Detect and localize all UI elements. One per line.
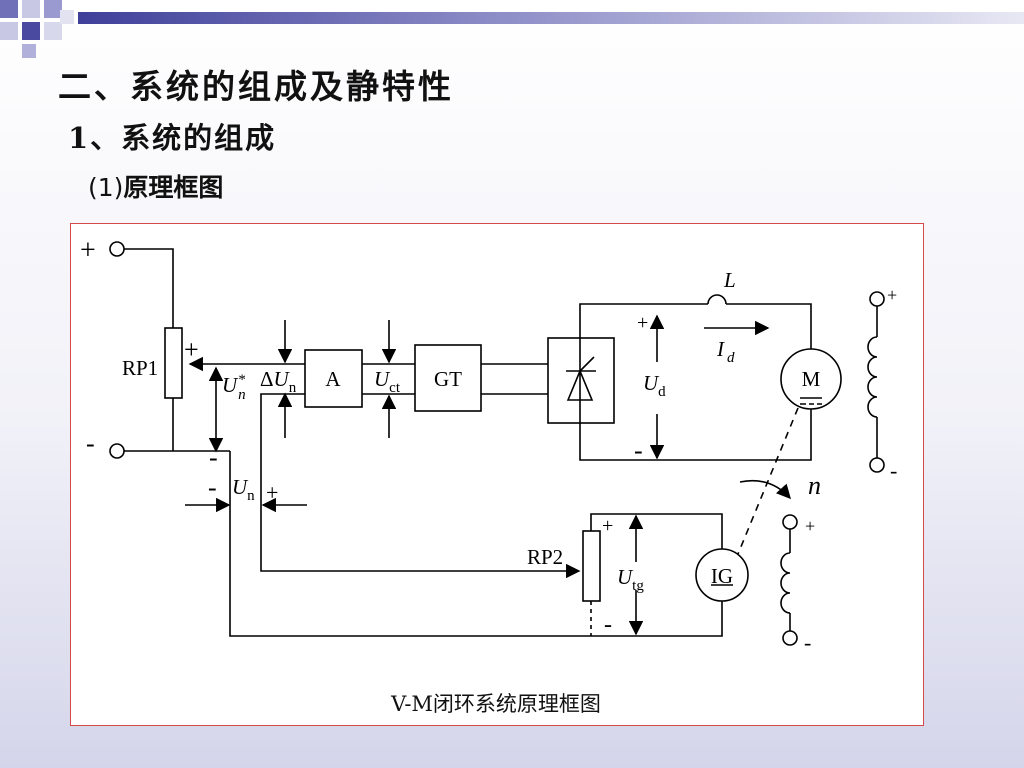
field1-plus-terminal — [869, 291, 885, 307]
a-to-gt-wire — [362, 363, 415, 395]
main-heading: 二、系统的组成及静特性 — [58, 67, 454, 106]
feedback-wire — [260, 393, 581, 579]
ref-voltage-label: Un* — [222, 372, 246, 403]
supply-plus-terminal — [109, 241, 125, 257]
tg-top-wire — [590, 513, 723, 549]
trigger-block — [414, 344, 482, 412]
amplifier-block — [304, 349, 363, 408]
field2-minus-terminal — [782, 630, 798, 646]
fb-minus-label: - — [208, 473, 217, 502]
section-number: (1) — [88, 173, 124, 202]
sub-heading: 1、系统的组成 — [68, 121, 277, 155]
motor-dc-symbol — [800, 397, 822, 405]
rp1-label: RP1 — [122, 356, 158, 380]
armature-right-wire — [726, 303, 812, 349]
tachogenerator-label: IG — [711, 564, 733, 588]
field1-plus-label: + — [887, 285, 897, 305]
rp1-plus-label: + — [184, 335, 199, 364]
rp2-resistor — [582, 530, 601, 602]
rp2-label: RP2 — [527, 545, 563, 569]
field2-plus-label: + — [805, 516, 815, 536]
motor-label: M — [802, 367, 821, 391]
speed-direction-arrow — [739, 479, 791, 500]
field1-minus-label: - — [890, 458, 897, 483]
supply-minus-label: - — [86, 429, 95, 458]
common-ground-wire — [229, 451, 723, 637]
armature-top-wire — [579, 303, 708, 338]
error-voltage-label: ΔUn — [260, 367, 297, 396]
feedback-voltage-label: Un — [232, 475, 255, 504]
supply-plus-wire — [124, 248, 174, 328]
section-title: 原理框图 — [123, 173, 224, 202]
diagram-frame — [70, 223, 924, 726]
inductor-coil — [707, 294, 727, 305]
tg-minus-label: - — [604, 612, 612, 638]
field1-coil — [867, 336, 878, 418]
thyristor-block — [547, 337, 615, 424]
ref-minus-label: - — [209, 443, 218, 472]
section-heading: (1)原理框图 — [88, 168, 223, 204]
supply-minus-terminal — [109, 443, 125, 459]
supply-plus-label: + — [80, 235, 96, 266]
trigger-label: GT — [434, 367, 462, 391]
field2-coil — [780, 552, 791, 614]
rp1-resistor — [164, 327, 183, 399]
speed-label: n — [808, 471, 821, 500]
inductor-label: L — [723, 268, 736, 292]
title-bar-decoration — [78, 12, 1024, 24]
motor — [780, 348, 842, 410]
gt-to-thyristor-wire — [481, 363, 548, 395]
corner-decoration — [0, 0, 80, 60]
ud-plus-label: + — [637, 312, 648, 334]
field2-plus-terminal — [782, 514, 798, 530]
thyristor-symbol — [566, 338, 596, 423]
diagram-caption: V-M闭环系统原理框图 — [391, 692, 601, 716]
field2-minus-label: - — [804, 630, 811, 655]
ud-minus-label: - — [634, 436, 643, 465]
field1-minus-terminal — [869, 457, 885, 473]
motor-shaft — [737, 407, 799, 555]
fb-plus-label: + — [266, 480, 278, 505]
armature-voltage-label: Ud — [643, 371, 666, 400]
amplifier-label: A — [325, 367, 341, 391]
tg-plus-label: + — [602, 515, 613, 537]
armature-bottom-wire — [579, 409, 812, 461]
tach-voltage-label: Utg — [617, 565, 644, 594]
control-voltage-label: Uct — [374, 367, 401, 396]
